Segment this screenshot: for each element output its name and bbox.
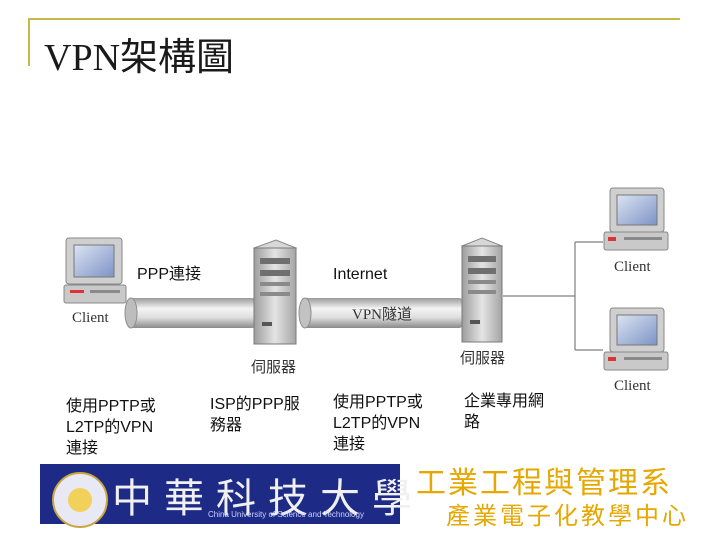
description-line: 企業專用網	[464, 393, 545, 410]
network-lines	[503, 241, 603, 351]
description-line: 使用PPTP或	[333, 394, 423, 411]
description-col1: 使用PPTP或 L2TP的VPN 連接	[66, 396, 156, 459]
server-right-icon	[460, 237, 504, 343]
description-line: L2TP的VPN	[333, 415, 421, 432]
ppp-tube	[124, 297, 256, 329]
server-left-label: 伺服器	[251, 360, 297, 376]
client-bottom-right-label: Client	[614, 378, 651, 394]
description-col3: 使用PPTP或 L2TP的VPN 連接	[333, 392, 423, 455]
vpn-tunnel-label: VPN隧道	[352, 307, 413, 323]
department-block: 工業工程與管理系 產業電子化教學中心	[412, 458, 689, 530]
description-col2: ISP的PPP服 務器	[210, 394, 300, 436]
client-computer-left-icon	[63, 237, 127, 304]
server-right-label: 伺服器	[460, 351, 506, 367]
client-left-label: Client	[72, 310, 109, 326]
description-line: L2TP的VPN	[66, 419, 154, 436]
page-title: VPN架構圖	[44, 37, 235, 79]
left-accent-line	[28, 18, 30, 66]
top-accent-line	[28, 18, 680, 20]
description-line: 路	[464, 414, 481, 431]
description-line: 連接	[333, 436, 366, 453]
client-computer-top-right-icon	[603, 187, 669, 251]
description-line: 使用PPTP或	[66, 398, 156, 415]
description-line: 連接	[66, 440, 99, 457]
vpn-tunnel-tube	[298, 297, 463, 329]
university-banner: 中華科技大學 China University of Science and T…	[40, 458, 689, 530]
ppp-connection-label: PPP連接	[137, 266, 202, 283]
description-line: 務器	[210, 417, 243, 434]
internet-label: Internet	[333, 266, 388, 283]
university-logo-block: 中華科技大學 China University of Science and T…	[40, 464, 412, 528]
server-left-icon	[252, 239, 298, 345]
department-name: 工業工程與管理系	[416, 466, 672, 501]
university-seal-icon	[52, 472, 108, 528]
teaching-center-name: 產業電子化教學中心	[446, 502, 689, 530]
description-col4: 企業專用網 路	[464, 391, 544, 433]
client-top-right-label: Client	[614, 259, 651, 275]
client-computer-bottom-right-icon	[603, 307, 669, 371]
university-english-name: China University of Science and Technolo…	[208, 510, 364, 519]
description-line: ISP的PPP服	[210, 396, 300, 413]
university-name: 中華科技大學	[112, 476, 424, 522]
